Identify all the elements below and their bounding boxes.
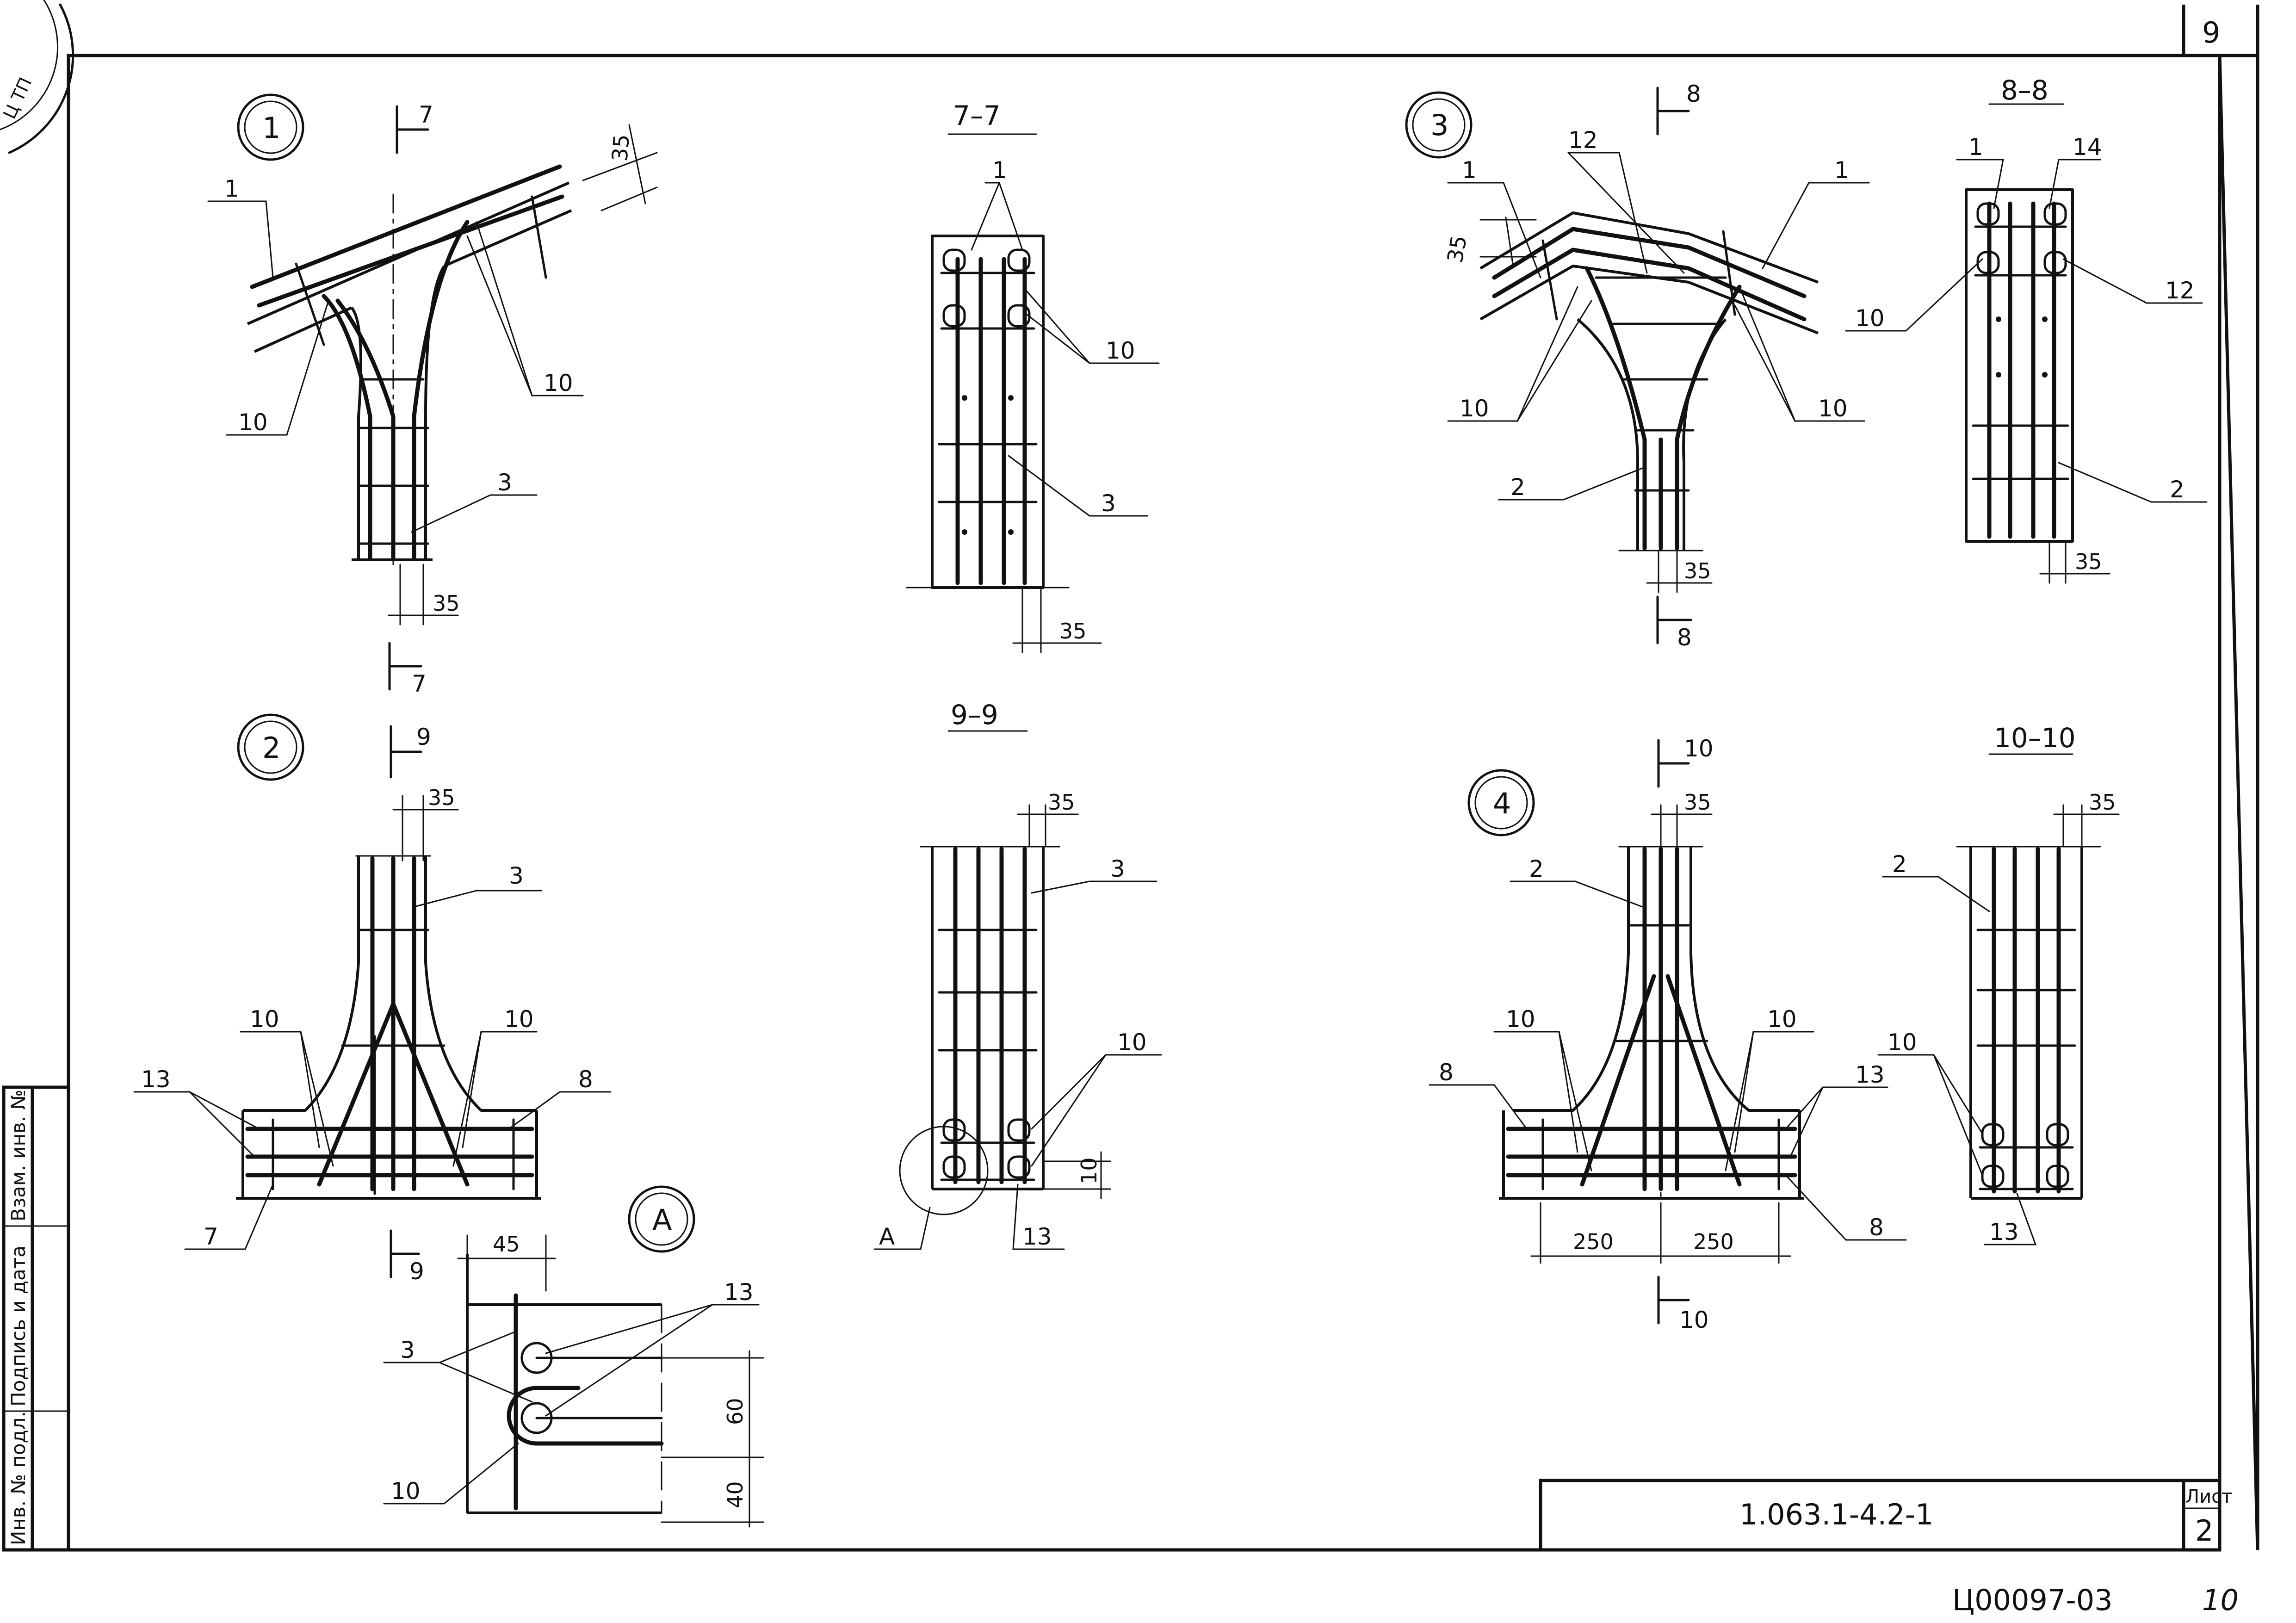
sheet-designation: 1.063.1-4.2-1 [1739,1498,1933,1531]
sheet-number: 2 [2195,1514,2213,1548]
node-1-drawing [207,93,658,691]
node-2-pos-8: 8 [578,1066,593,1093]
node-4-pos-10-left: 10 [1506,1006,1535,1033]
node-4-pos-2: 2 [1529,855,1544,882]
node-4-drawing [1429,739,1907,1325]
page-corner-number: 9 [2202,16,2220,50]
node-2-pos-10-right: 10 [504,1006,534,1033]
section-10-10-drawing [1877,753,2120,1245]
section-8-8-pos-2: 2 [2170,476,2185,503]
section-10-10-title: 10–10 [1994,722,2076,754]
node-3-pos-1-right: 1 [1834,157,1849,184]
node-4-cut-top: 10 [1684,735,1714,762]
section-10-10-dim-35: 35 [2089,790,2116,815]
side-stamp-vzam: Взам. инв. № [7,1090,30,1221]
node-3-pos-1-left: 1 [1462,157,1477,184]
node-4-dim-250-left: 250 [1573,1229,1614,1254]
detail-a-label: А [652,1203,672,1237]
node-1-dim-35-bottom: 35 [433,591,460,616]
sheet-label: Лист [2185,1486,2232,1507]
detail-a-pos-10: 10 [391,1478,421,1505]
node-3-pos-10-left: 10 [1460,395,1489,422]
title-block [1539,1479,2222,1552]
section-10-10-pos-10: 10 [1888,1029,1917,1056]
node-4-pos-8-right: 8 [1869,1214,1884,1241]
node-4-number: 4 [1493,787,1511,820]
node-3-number: 3 [1430,108,1448,142]
detail-a-dim-60: 60 [723,1398,748,1425]
node-2-drawing [133,713,612,1278]
detail-a-pos-13: 13 [724,1279,754,1306]
node-3-pos-10-right: 10 [1818,395,1848,422]
section-9-9-dim-35: 35 [1048,790,1075,815]
section-8-8-dim-35: 35 [2075,549,2102,574]
node-2-pos-10-left: 10 [250,1006,279,1033]
inventory-stamp: Ц00097-03 [1952,1583,2113,1617]
node-1-cut-bottom: 7 [412,670,427,697]
node-1-number: 1 [262,111,280,145]
section-8-8-pos-12: 12 [2165,277,2195,304]
node-3-dim-35-left: 35 [1442,234,1472,265]
bottom-page-number: 10 [2202,1583,2239,1617]
node-3-dim-35-bottom: 35 [1684,558,1711,583]
section-9-9-pos-10: 10 [1117,1029,1147,1056]
node-2-number: 2 [262,731,280,765]
seal-fragment: Ц ТП [0,74,36,122]
section-7-7-pos-10: 10 [1106,337,1135,364]
section-7-7-pos-3: 3 [1101,490,1116,517]
node-2-cut-bottom: 9 [409,1258,424,1285]
node-4-dim-250-right: 250 [1693,1229,1734,1254]
node-2-pos-3: 3 [509,862,524,889]
detail-a-dim-45: 45 [493,1232,520,1257]
section-8-8-pos-1: 1 [1968,134,1983,161]
detail-a-dim-40: 40 [723,1481,748,1508]
section-7-7-pos-1: 1 [992,157,1007,184]
node-1-dim-35-top: 35 [607,133,634,162]
section-8-8-pos-14: 14 [2073,134,2102,161]
node-3-drawing [1405,87,1870,644]
node-3-pos-12: 12 [1568,127,1598,154]
node-1-pos-10-left: 10 [238,409,268,436]
sheet-frame [67,5,2259,1552]
section-9-9-title: 9–9 [951,699,998,731]
node-2-cut-top: 9 [416,724,431,750]
section-8-8-title: 8–8 [2001,74,2048,106]
node-1-pos-3: 3 [497,469,512,496]
side-stamp-podpis: Подпись и дата [7,1245,30,1406]
node-4-pos-8-left: 8 [1439,1059,1454,1086]
detail-a-drawing [383,1185,764,1528]
node-1-pos-1: 1 [224,175,239,202]
node-2-pos-13: 13 [141,1066,171,1093]
node-3-pos-2: 2 [1510,474,1525,501]
side-stamp-inv-podl: Инв. № подл. [7,1411,30,1545]
section-7-7-drawing [906,133,1160,653]
section-7-7-title: 7–7 [953,100,1001,131]
section-9-9-drawing [873,730,1162,1250]
node-4-cut-bottom: 10 [1679,1307,1709,1333]
section-7-7-dim-35: 35 [1059,619,1087,644]
section-8-8-pos-10: 10 [1855,305,1885,332]
corner-seal [0,0,74,154]
section-9-9-pos-13: 13 [1022,1223,1052,1250]
section-9-9-pos-A: А [879,1223,895,1250]
node-2-dim-35: 35 [428,785,455,810]
node-4-dim-35: 35 [1684,790,1711,815]
detail-a-pos-3: 3 [400,1337,415,1363]
section-8-8-drawing [1845,103,2208,584]
section-10-10-pos-13: 13 [1989,1219,2019,1245]
node-2-pos-7: 7 [204,1223,218,1250]
section-10-10-pos-2: 2 [1892,851,1907,878]
node-1-pos-10-right: 10 [544,370,573,396]
node-4-pos-13: 13 [1855,1061,1885,1088]
section-9-9-dim-10: 10 [1077,1157,1102,1184]
node-3-cut-top: 8 [1686,81,1701,107]
node-4-pos-10-right: 10 [1767,1006,1797,1033]
node-1-cut-top: 7 [419,101,433,128]
section-9-9-pos-3: 3 [1110,855,1125,882]
node-3-cut-bottom: 8 [1677,624,1692,651]
side-stamp [2,1085,70,1552]
